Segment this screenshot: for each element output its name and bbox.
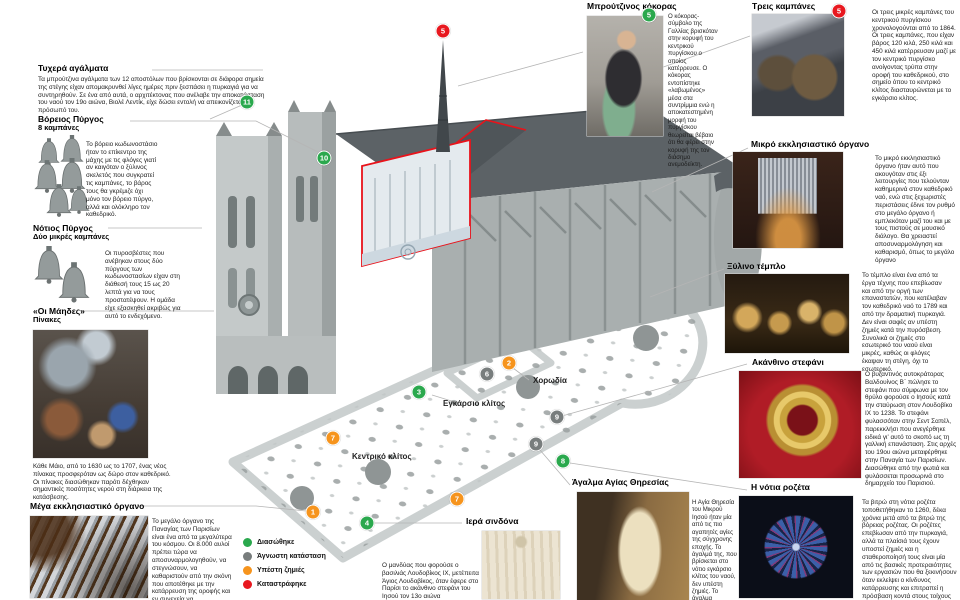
callout-title: Μέγα εκκλησιαστικό όργανο — [30, 501, 145, 511]
callout-body: Ο βυζαντινός αυτοκράτορας Βαλδουίνος Β΄ … — [865, 371, 957, 488]
callout-body: Τα μπρούτζινα αγάλματα των 12 αποστόλων … — [38, 75, 265, 115]
status-badge-9: 9 — [528, 436, 544, 452]
callout-rooster-body: Ο κόκορας-σύμβολο της Γαλλίας βρισκόταν … — [668, 10, 718, 169]
callout-north-tower: Βόρειος Πύργος 8 καμπάνες — [38, 115, 158, 132]
legend-item-unknown: Άγνωστη κατάσταση — [243, 552, 326, 561]
tunic-photo — [482, 531, 560, 599]
callout-title: Τυχερά αγάλματα — [38, 63, 109, 73]
callout-great-organ-body: Το μεγάλο όργανο της Παναγίας των Παρισί… — [152, 515, 232, 600]
status-badge-5: 5 — [641, 7, 657, 23]
callout-body: Το μεγάλο όργανο της Παναγίας των Παρισί… — [152, 518, 232, 600]
callout-body: Οι πυροσβέστες που ανέβηκαν στους δύο πύ… — [105, 250, 181, 320]
callout-tunic-body: Ο μανδύας που φορούσε ο βασιλιάς Λουδοβί… — [382, 559, 480, 600]
callout-title: Μπρούτζινος κόκορας — [587, 1, 677, 11]
status-badge-8: 8 — [555, 453, 571, 469]
callout-crown-body: Ο βυζαντινός αυτοκράτορας Βαλδουίνος Β΄ … — [865, 368, 957, 488]
status-badge-7: 7 — [449, 491, 465, 507]
status-badge-7: 7 — [325, 430, 341, 446]
status-badge-9: 9 — [549, 409, 565, 425]
callout-rooster: Μπρούτζινος κόκορας — [587, 2, 697, 11]
callout-title: Ξύλινο τέμπλο — [727, 261, 786, 271]
callout-body: Ο μανδύας που φορούσε ο βασιλιάς Λουδοβί… — [382, 562, 479, 600]
great-organ-photo — [30, 516, 148, 598]
crown-photo — [739, 371, 861, 478]
callout-body: Το μικρό εκκλησιαστικό όργανο ήταν αυτό … — [875, 155, 955, 264]
callout-south-tower-body: Οι πυροσβέστες που ανέβηκαν στους δύο πύ… — [105, 247, 181, 320]
callout-crown: Ακάνθινο στεφάνι — [752, 358, 872, 367]
callout-south-tower: Νότιος Πύργος Δύο μικρές καμπάνες — [33, 224, 163, 241]
callout-templo-body: Το τέμπλο είναι ένα από τα έργα τέχνης π… — [862, 269, 950, 374]
plan-label-transept: Εγκάρσιο κλίτος — [443, 399, 506, 408]
callout-subtitle: 8 καμπάνες — [38, 122, 80, 132]
status-badge-11: 11 — [239, 94, 255, 110]
status-badge-6: 6 — [479, 366, 495, 382]
callout-small-organ-body: Το μικρό εκκλησιαστικό όργανο ήταν αυτό … — [875, 152, 957, 264]
legend-label: Άγνωστη κατάσταση — [257, 553, 326, 560]
legend-item-saved: Διασώθηκε — [243, 538, 326, 547]
destroyed-status-dot-icon — [243, 580, 252, 589]
plan-label-choir: Χορωδία — [533, 376, 567, 385]
callout-north-tower-body: Το βόρειο κωδωνοστάσιο ήταν το επίκεντρο… — [86, 138, 158, 219]
status-badge-1: 1 — [305, 504, 321, 520]
callout-lucky-statues: Τυχερά αγάλματα Τα μπρούτζινα αγάλματα τ… — [38, 64, 266, 115]
callout-body: Οι τρεις μικρές καμπάνες του κεντρικού π… — [872, 9, 956, 102]
small-organ-photo — [733, 152, 843, 248]
callout-body: Το βόρειο κωδωνοστάσιο ήταν το επίκεντρο… — [86, 141, 158, 219]
three-bells-photo — [752, 14, 844, 116]
rose-window-photo — [739, 496, 853, 598]
legend-label: Καταστράφηκε — [257, 581, 307, 588]
callout-title: Άγαλμα Αγίας Θηρεσίας — [572, 477, 669, 487]
callout-title: «Οι Μάηδες» — [33, 306, 85, 316]
callout-mays-caption: Κάθε Μάιο, από το 1630 ως το 1707, ένας … — [33, 460, 171, 502]
callout-title: Τρεις καμπάνες — [752, 1, 816, 11]
legend-label: Διασώθηκε — [257, 539, 295, 546]
unknown-status-dot-icon — [243, 552, 252, 561]
legend-label: Υπέστη ζημιές — [257, 567, 305, 574]
legend-item-damaged: Υπέστη ζημιές — [243, 566, 326, 575]
leader-lines — [80, 35, 751, 524]
callout-body: Ο κόκορας-σύμβολο της Γαλλίας βρισκόταν … — [668, 13, 718, 169]
plan-label-nave: Κεντρικό κλίτος — [352, 452, 412, 461]
callout-saint: Άγαλμα Αγίας Θηρεσίας — [572, 478, 712, 487]
callout-subtitle: Δύο μικρές καμπάνες — [33, 231, 110, 241]
bells-illustration — [34, 135, 90, 304]
callout-three-bells: Τρεις καμπάνες — [752, 2, 842, 11]
callout-rose: Η νότια ροζέτα — [751, 483, 871, 492]
callout-title: Μικρό εκκλησιαστικό όργανο — [751, 139, 870, 149]
rooster-photo — [587, 16, 663, 136]
status-badge-4: 4 — [359, 515, 375, 531]
callout-tunic: Ιερά σινδόνα — [466, 517, 556, 526]
photo-caption: Κάθε Μάιο, από το 1630 ως το 1707, ένας … — [33, 463, 171, 502]
callout-title: Ακάνθινο στεφάνι — [752, 357, 824, 367]
mays-painting-photo — [33, 330, 148, 458]
callout-rose-body: Τα βιτρώ στη νότια ροζέτα τοποθετήθηκαν … — [862, 496, 957, 600]
templo-photo — [725, 274, 849, 353]
callout-title: Η νότια ροζέτα — [751, 482, 810, 492]
callout-subtitle: Πίνακες — [33, 314, 61, 324]
callout-mays: «Οι Μάηδες» Πίνακες — [33, 307, 153, 324]
saint-statue-photo — [577, 492, 689, 600]
callout-three-bells-body: Οι τρεις μικρές καμπάνες του κεντρικού π… — [872, 6, 956, 103]
callout-small-organ: Μικρό εκκλησιαστικό όργανο — [751, 140, 921, 149]
callout-body: Το τέμπλο είναι ένα από τα έργα τέχνης π… — [862, 272, 948, 373]
status-badge-5: 5 — [831, 3, 847, 19]
status-badge-5: 5 — [435, 23, 451, 39]
callout-title: Βόρειος Πύργος — [38, 114, 104, 124]
saved-status-dot-icon — [243, 538, 252, 547]
damaged-status-dot-icon — [243, 566, 252, 575]
callout-title: Νότιος Πύργος — [33, 223, 93, 233]
status-legend: Διασώθηκε Άγνωστη κατάσταση Υπέστη ζημιέ… — [243, 538, 326, 594]
callout-templo: Ξύλινο τέμπλο — [727, 262, 847, 271]
callout-title: Ιερά σινδόνα — [466, 516, 519, 526]
callout-body: Τα βιτρώ στη νότια ροζέτα τοποθετήθηκαν … — [862, 499, 957, 600]
status-badge-3: 3 — [411, 384, 427, 400]
status-badge-2: 2 — [501, 355, 517, 371]
legend-item-destroyed: Καταστράφηκε — [243, 580, 326, 589]
callout-saint-body: Η Αγία Θηρεσία του Μικρού Ιησού ήταν μία… — [692, 496, 738, 600]
callout-great-organ: Μέγα εκκλησιαστικό όργανο — [30, 502, 180, 511]
status-badge-10: 10 — [316, 150, 332, 166]
callout-body: Η Αγία Θηρεσία του Μικρού Ιησού ήταν μία… — [692, 499, 737, 600]
